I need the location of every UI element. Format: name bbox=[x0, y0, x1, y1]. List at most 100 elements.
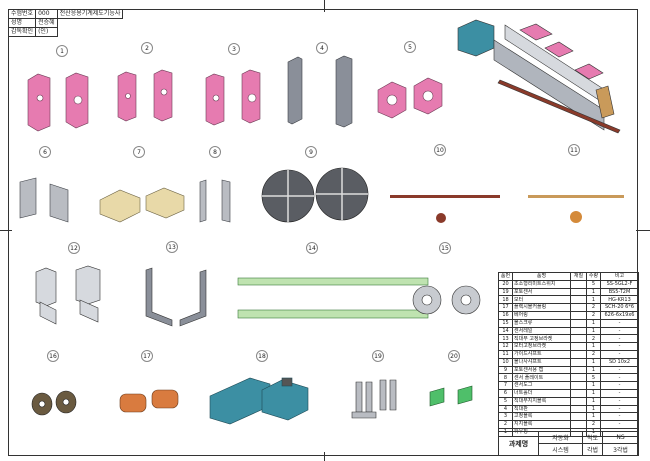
part-12-motor-bracket bbox=[35, 265, 101, 325]
parts-list-cell: SS-5GL2-F bbox=[600, 279, 639, 289]
parts-list-cell: 14 bbox=[498, 326, 513, 336]
parts-list-cell: 포토센서용 캡 bbox=[512, 365, 571, 375]
parts-list-cell: 7 bbox=[498, 381, 513, 390]
parts-list-cell: - bbox=[600, 334, 639, 344]
parts-list-cell: 2 bbox=[586, 303, 601, 312]
parts-list-cell bbox=[570, 388, 587, 398]
parts-list-cell bbox=[570, 349, 587, 359]
part-label: 18 bbox=[256, 350, 268, 362]
part-13-fixing-bracket bbox=[145, 267, 207, 327]
parts-list-cell bbox=[570, 412, 587, 422]
parts-list-cell: 모터 bbox=[512, 295, 571, 305]
parts-list-cell bbox=[570, 342, 587, 351]
parts-list-cell bbox=[570, 318, 587, 328]
part-11-guide-shaft bbox=[528, 195, 624, 223]
title-block-cell: 전산응용기계제도기능사 bbox=[56, 9, 124, 19]
parts-list-cell: 베어링 bbox=[512, 310, 571, 320]
part-5-block bbox=[377, 77, 443, 119]
parts-list-header: 품명 bbox=[512, 272, 571, 281]
part-16-bearing bbox=[31, 390, 77, 416]
parts-list-cell: 2 bbox=[498, 420, 513, 429]
parts-list-cell bbox=[570, 381, 587, 390]
parts-list-cell: - bbox=[600, 388, 639, 398]
parts-list-cell: - bbox=[600, 326, 639, 336]
parts-list-cell: 초소형리미트스위치 bbox=[512, 279, 571, 289]
part-label: 6 bbox=[39, 146, 51, 158]
parts-list-cell: - bbox=[600, 349, 639, 359]
parts-list-cell: 지지블록 bbox=[512, 420, 571, 429]
parts-list-cell bbox=[570, 365, 587, 375]
method-value: 3각법 bbox=[602, 443, 639, 456]
parts-list-cell: 626-6x19x6 bbox=[600, 310, 639, 320]
parts-list-cell: 9 bbox=[498, 365, 513, 375]
parts-list-cell: 가이드샤프트 bbox=[512, 349, 571, 359]
part-label: 1 bbox=[56, 45, 68, 57]
parts-list-cell bbox=[570, 357, 587, 367]
part-8-sensor-plate bbox=[199, 179, 231, 223]
part-4-plate bbox=[287, 55, 353, 128]
parts-list-cell: 포토센서 bbox=[512, 287, 571, 297]
title-footer: 과제명 자동화 척도 NS 시스템 각법 3각법 bbox=[498, 431, 639, 456]
parts-list-cell: - bbox=[600, 396, 639, 406]
part-15-ball-screw bbox=[412, 285, 481, 315]
part-label: 10 bbox=[434, 144, 446, 156]
parts-list-cell bbox=[570, 295, 587, 305]
parts-list-cell: 2 bbox=[586, 349, 601, 359]
parts-list-cell: 1 bbox=[586, 381, 601, 390]
parts-list-cell: HG-KR13 bbox=[600, 295, 639, 305]
parts-list-cell: 센서 플레이트 bbox=[512, 373, 571, 383]
parts-list-cell: 모터고정브라켓 bbox=[512, 342, 571, 351]
parts-list-cell: 20 bbox=[498, 279, 513, 289]
parts-list-cell: 12 bbox=[498, 342, 513, 351]
parts-list-cell: 6 bbox=[498, 388, 513, 398]
parts-list-cell: 직대부지지블록 bbox=[512, 396, 571, 406]
parts-list-cell: 너트홀더 bbox=[512, 388, 571, 398]
center-mark-left bbox=[0, 230, 12, 231]
parts-list-cell bbox=[570, 373, 587, 383]
part-label: 3 bbox=[228, 43, 240, 55]
parts-list-cell: - bbox=[600, 373, 639, 383]
assembly-view bbox=[457, 19, 621, 134]
parts-list-cell: 19 bbox=[498, 287, 513, 297]
part-label: 11 bbox=[568, 144, 580, 156]
parts-list-cell bbox=[570, 326, 587, 336]
title-block: 수험번호 000 전산응용기계제도기능사 성명 전승혜 감독확인 (인) bbox=[7, 9, 124, 37]
parts-list-cell: SD 10x2 bbox=[600, 357, 639, 367]
parts-list-header-row: 품번 품명 재질 수량 비고 bbox=[498, 272, 639, 281]
parts-list-cell: 2 bbox=[586, 310, 601, 320]
parts-list-header: 비고 bbox=[600, 272, 639, 281]
parts-list-cell: 8 bbox=[498, 373, 513, 383]
parts-list-cell: 1 bbox=[586, 388, 601, 398]
center-mark-bottom bbox=[324, 452, 325, 461]
title-block-cell: 감독확인 bbox=[7, 27, 37, 37]
part-label: 7 bbox=[133, 146, 145, 158]
parts-list-cell bbox=[570, 420, 587, 429]
parts-list-cell: 15 bbox=[498, 318, 513, 328]
parts-list-cell: - bbox=[600, 365, 639, 375]
scale-value: NS bbox=[602, 431, 639, 444]
parts-list-cell: 직대부 고정브라켓 bbox=[512, 334, 571, 344]
part-label: 16 bbox=[47, 350, 59, 362]
parts-list-cell: - bbox=[600, 381, 639, 390]
part-label: 17 bbox=[141, 350, 153, 362]
task-label: 과제명 bbox=[498, 431, 539, 456]
part-label: 12 bbox=[68, 242, 80, 254]
parts-list-header: 재질 bbox=[570, 272, 587, 281]
parts-list-cell: 5 bbox=[586, 373, 601, 383]
parts-list-cell: 16 bbox=[498, 310, 513, 320]
parts-list-cell: 11 bbox=[498, 349, 513, 359]
method-label: 각법 bbox=[582, 443, 603, 456]
parts-list-cell: 1 bbox=[586, 404, 601, 414]
parts-list-cell bbox=[570, 404, 587, 414]
parts-list-cell bbox=[570, 334, 587, 344]
